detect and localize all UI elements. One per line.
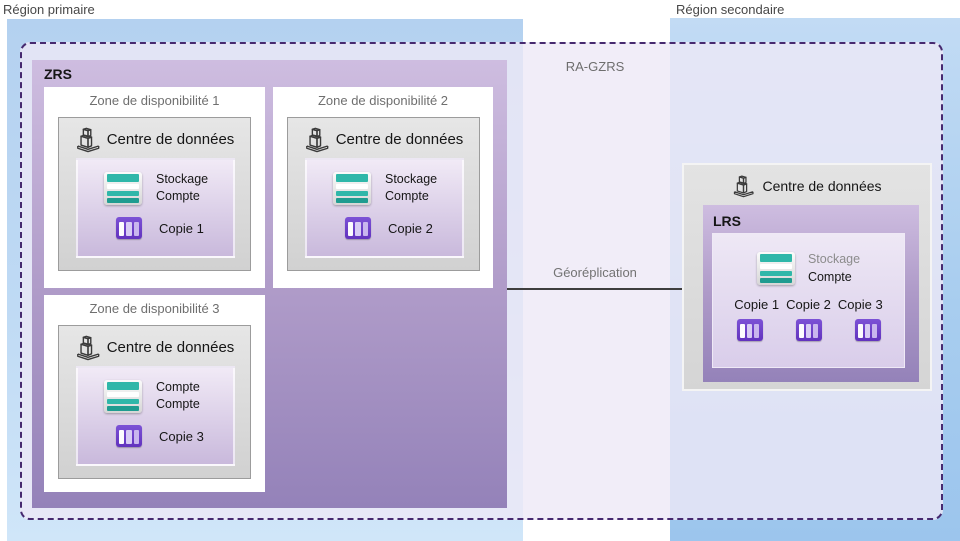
datacenter-header: Centre de données [684, 173, 930, 199]
primary-region-label: Région primaire [3, 2, 95, 17]
copy-label: Copie 2 [388, 220, 433, 236]
lrs-storage-panel: Stockage Compte Copie 1 Copie 2 Copie 3 [712, 233, 905, 368]
lrs-label: LRS [713, 213, 741, 229]
account-label-line2: Compte [385, 189, 429, 203]
datacenter-box: Centre de données Compte Compte Copie 3 [58, 325, 251, 479]
copy-label: Copie 3 [837, 297, 883, 312]
storage-account-icon [104, 379, 142, 413]
copy-row: Copie 1 [116, 217, 233, 239]
storage-panel: Compte Compte Copie 3 [76, 366, 235, 466]
storage-account-row: Compte Compte [104, 379, 233, 413]
copy-label: Copie 1 [159, 220, 204, 236]
table-copy-icon [854, 319, 881, 341]
storage-account-icon [756, 251, 795, 285]
storage-account-row: Stockage Compte [713, 250, 904, 286]
datacenter-icon [75, 333, 101, 362]
copy-label: Copie 2 [786, 297, 831, 312]
datacenter-icon [304, 125, 330, 154]
datacenter-label: Centre de données [106, 131, 235, 148]
account-label-line1: Stockage [385, 172, 438, 186]
table-copy-icon [116, 217, 142, 239]
availability-zone-1: Zone de disponibilité 1 Centre de donnée… [44, 87, 265, 288]
account-label-line2: Compte [807, 270, 852, 284]
zone-title: Zone de disponibilité 1 [89, 93, 220, 108]
georeplication-label: Géoréplication [553, 265, 637, 280]
table-copy-icon [795, 319, 822, 341]
datacenter-label: Centre de données [762, 178, 882, 194]
zone-title: Zone de disponibilité 2 [317, 93, 449, 108]
storage-panel: Stockage Compte Copie 2 [305, 158, 464, 258]
account-label-line2: Compte [156, 189, 200, 203]
copy-row: Copie 2 [345, 217, 462, 239]
table-copy-icon [345, 217, 371, 239]
copy-icons-row [713, 319, 904, 341]
datacenter-box: Centre de données Stockage Compte Copie … [58, 117, 251, 271]
availability-zone-2: Zone de disponibilité 2 Centre de donnée… [273, 87, 493, 288]
datacenter-header: Centre de données [288, 125, 479, 154]
copy-labels-row: Copie 1 Copie 2 Copie 3 [713, 297, 904, 312]
storage-account-icon [333, 171, 371, 205]
zone-title: Zone de disponibilité 3 [89, 301, 220, 316]
lrs-box: LRS Stockage Compte Copie 1 Copie 2 Copi… [703, 205, 919, 382]
account-label-line1: Compte [156, 380, 200, 394]
georeplication-arrow-line [507, 288, 698, 290]
datacenter-box: Centre de données Stockage Compte Copie … [287, 117, 480, 271]
copy-label: Copie 1 [734, 297, 780, 312]
datacenter-icon [732, 173, 755, 199]
datacenter-label: Centre de données [335, 131, 464, 148]
copy-label: Copie 3 [159, 428, 204, 444]
storage-account-row: Stockage Compte [104, 171, 233, 205]
account-label-line1: Stockage [807, 252, 861, 266]
datacenter-header: Centre de données [59, 333, 250, 362]
datacenter-header: Centre de données [59, 125, 250, 154]
table-copy-icon [116, 425, 142, 447]
zrs-label: ZRS [44, 66, 72, 82]
datacenter-label: Centre de données [106, 339, 235, 356]
storage-account-row: Stockage Compte [333, 171, 462, 205]
copy-row: Copie 3 [116, 425, 233, 447]
storage-account-icon [104, 171, 142, 205]
availability-zone-3: Zone de disponibilité 3 Centre de donnée… [44, 295, 265, 492]
ra-gzrs-label: RA-GZRS [565, 59, 625, 74]
secondary-region-label: Région secondaire [676, 2, 785, 17]
account-label-line2: Compte [156, 397, 200, 411]
storage-panel: Stockage Compte Copie 1 [76, 158, 235, 258]
secondary-datacenter-box: Centre de données LRS Stockage Compte Co… [682, 163, 932, 391]
table-copy-icon [736, 319, 763, 341]
zrs-box: ZRS Zone de disponibilité 1 Centre de do… [32, 60, 507, 508]
datacenter-icon [75, 125, 101, 154]
account-label-line1: Stockage [156, 172, 209, 186]
